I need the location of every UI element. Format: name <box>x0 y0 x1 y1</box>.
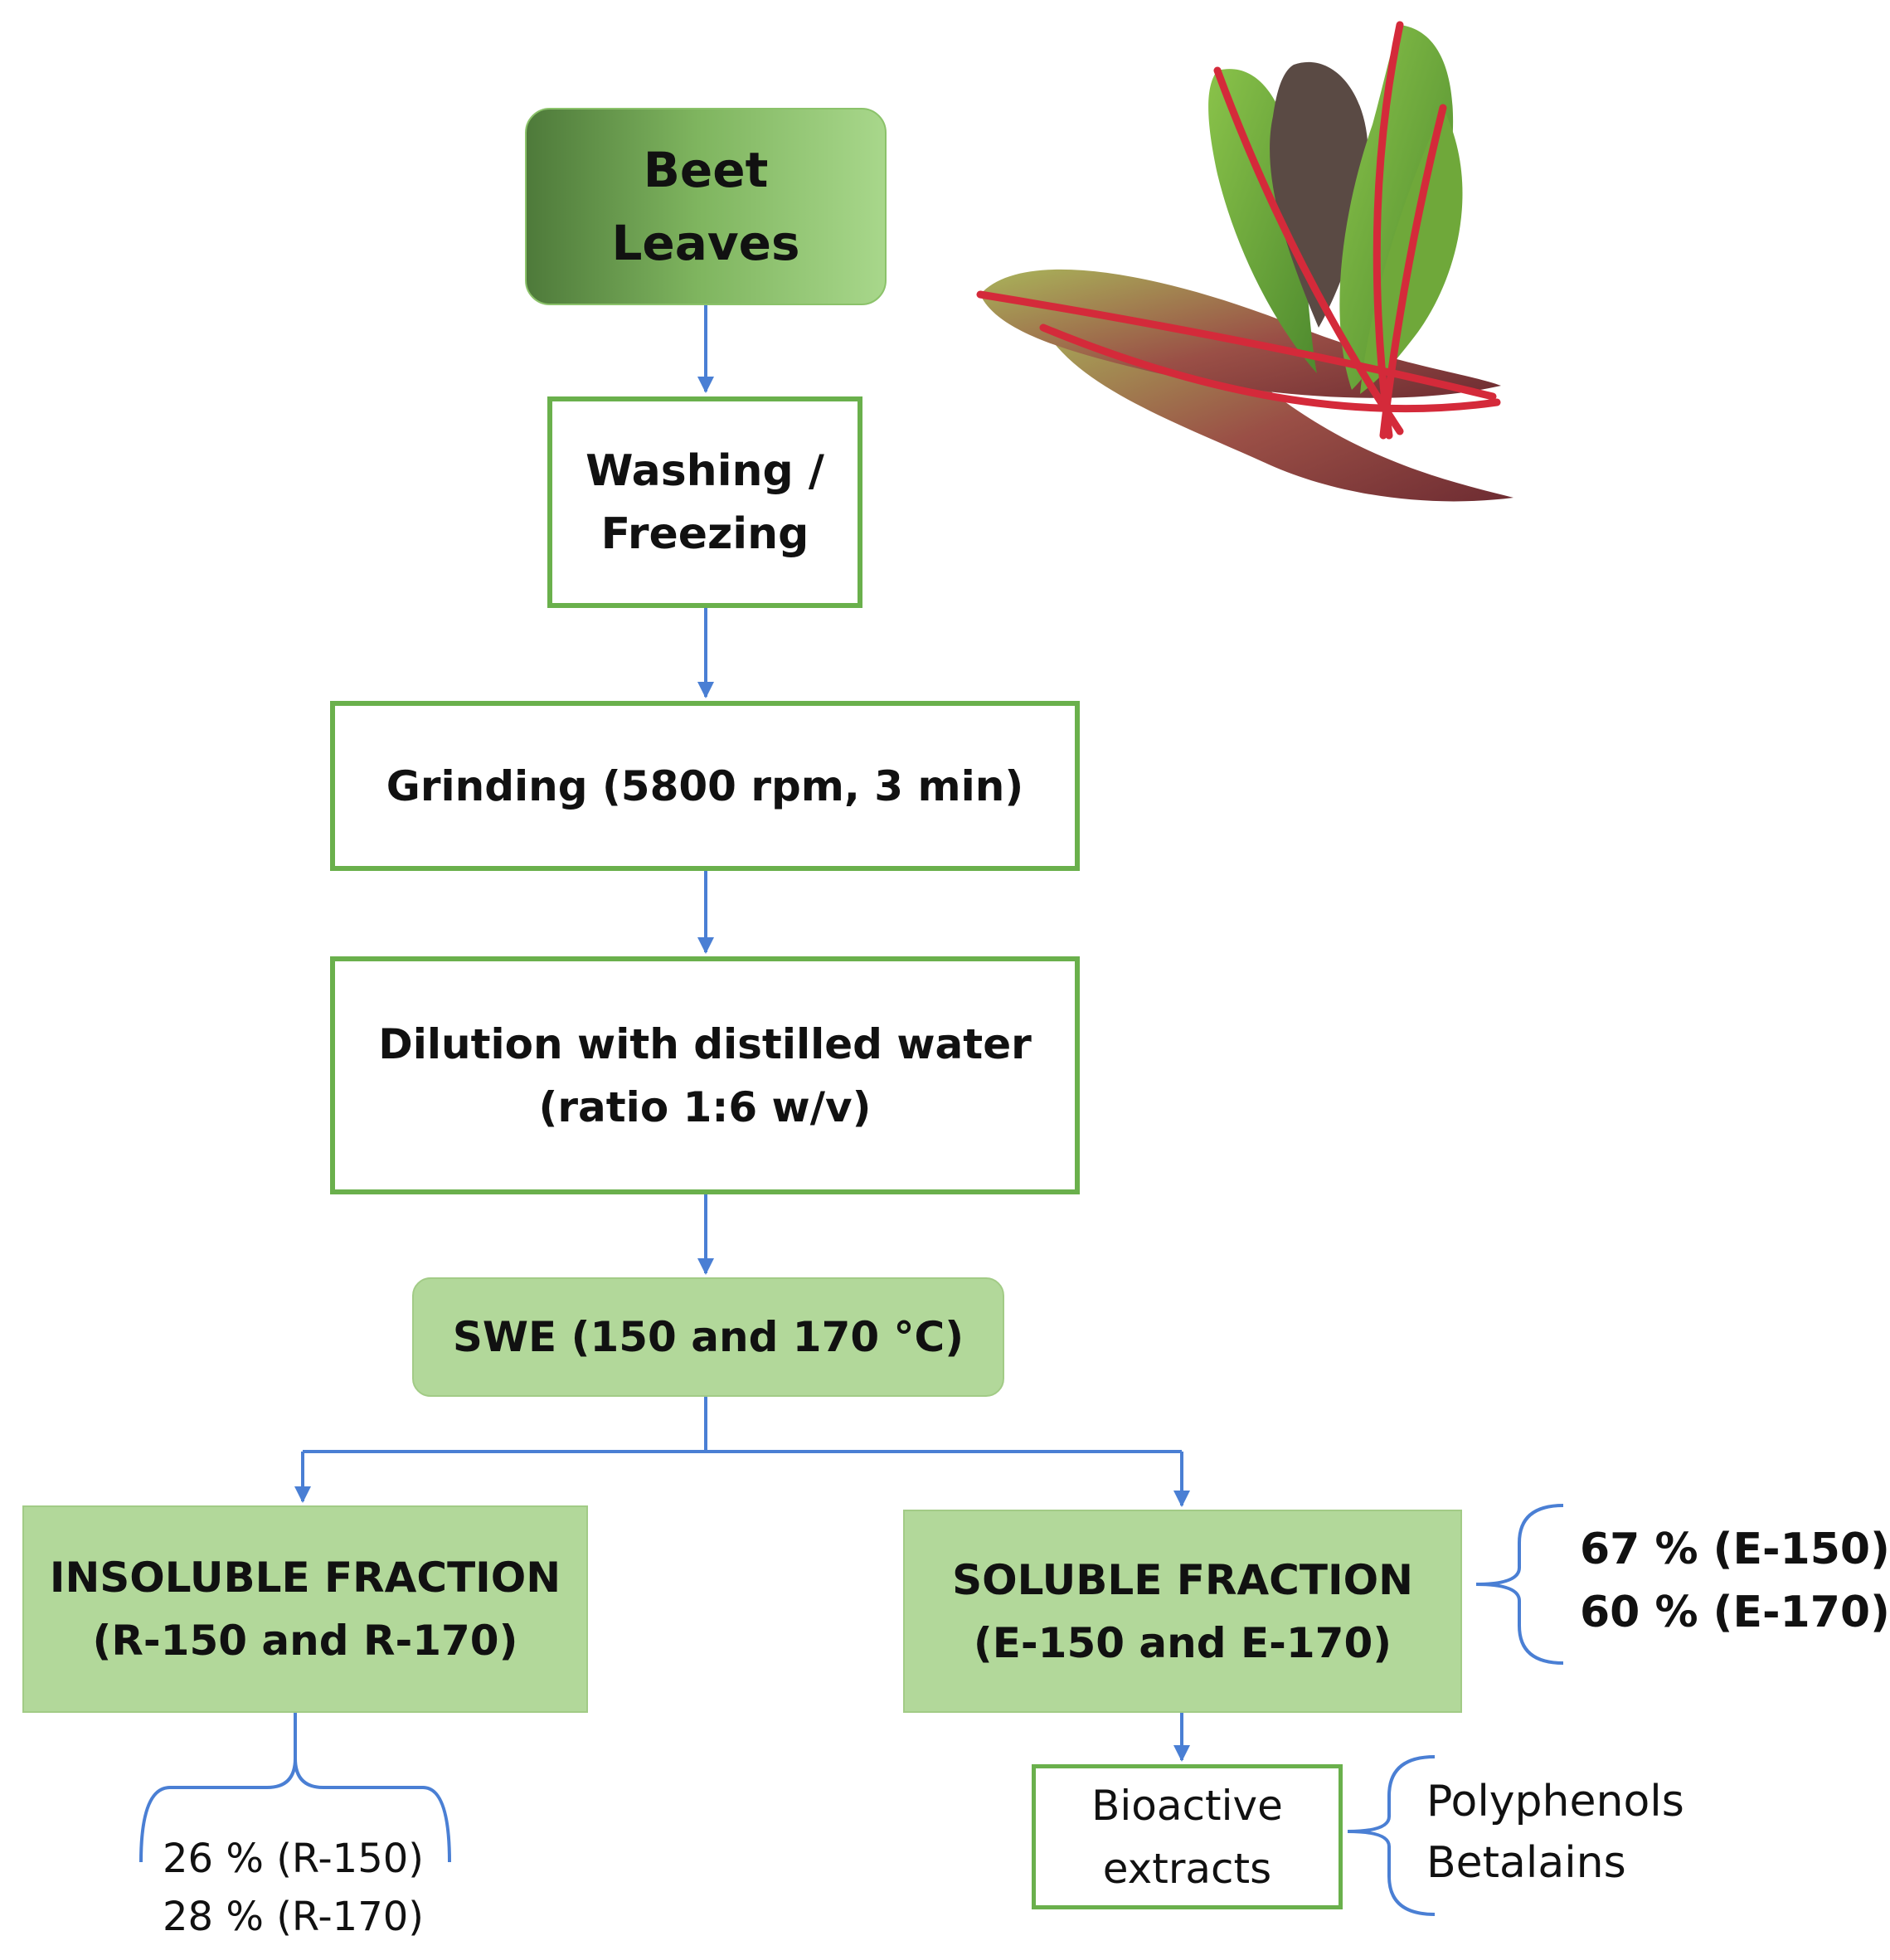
brace-insoluble-yields <box>139 1713 451 1863</box>
insoluble-yield-r150: 26 % (R-150) <box>163 1836 424 1882</box>
soluble-fraction-box: SOLUBLE FRACTION (E-150 and E-170) <box>903 1510 1462 1713</box>
beet-leaves-box: Beet Leaves <box>525 108 887 305</box>
dilution-label-line1: Dilution with distilled water <box>378 1019 1032 1068</box>
compound-polyphenols: Polyphenols <box>1426 1777 1684 1826</box>
beet-leaves-label-line2: Leaves <box>611 215 800 271</box>
dilution-label-line2: (ratio 1:6 w/v) <box>538 1082 872 1131</box>
washing-freezing-box: Washing / Freezing <box>547 396 862 608</box>
dilution-box: Dilution with distilled water (ratio 1:6… <box>330 956 1080 1194</box>
insoluble-label-line1: INSOLUBLE FRACTION <box>49 1554 561 1602</box>
brace-soluble-yields <box>1475 1504 1564 1665</box>
insoluble-yield-r170: 28 % (R-170) <box>163 1894 424 1940</box>
insoluble-label-line2: (R-150 and R-170) <box>92 1617 518 1665</box>
beet-leaves-illustration <box>976 21 1513 502</box>
grinding-label: Grinding (5800 rpm, 3 min) <box>386 761 1024 810</box>
insoluble-yields: 26 % (R-150) 28 % (R-170) <box>163 1830 424 1946</box>
swe-label: SWE (150 and 170 °C) <box>452 1313 964 1361</box>
beet-leaves-label-line1: Beet <box>643 142 769 198</box>
swe-box: SWE (150 and 170 °C) <box>412 1277 1004 1397</box>
washing-label-line1: Washing / <box>585 445 824 496</box>
compounds-list: Polyphenols Betalains <box>1426 1771 1684 1894</box>
washing-label-line2: Freezing <box>600 508 809 559</box>
insoluble-fraction-box: INSOLUBLE FRACTION (R-150 and R-170) <box>22 1505 588 1713</box>
bioactive-label-line1: Bioactive <box>1091 1781 1283 1830</box>
grinding-box: Grinding (5800 rpm, 3 min) <box>330 701 1080 871</box>
soluble-label-line1: SOLUBLE FRACTION <box>952 1555 1413 1604</box>
soluble-yield-e170: 60 % (E-170) <box>1580 1588 1890 1637</box>
brace-compounds <box>1347 1755 1436 1916</box>
bioactive-extracts-box: Bioactive extracts <box>1032 1764 1343 1909</box>
soluble-yield-e150: 67 % (E-150) <box>1580 1525 1890 1574</box>
connector-swe-split <box>303 1397 1182 1453</box>
compound-betalains: Betalains <box>1426 1838 1626 1888</box>
soluble-label-line2: (E-150 and E-170) <box>973 1618 1392 1667</box>
bioactive-label-line2: extracts <box>1102 1844 1272 1893</box>
soluble-yields: 67 % (E-150) 60 % (E-170) <box>1580 1518 1890 1644</box>
